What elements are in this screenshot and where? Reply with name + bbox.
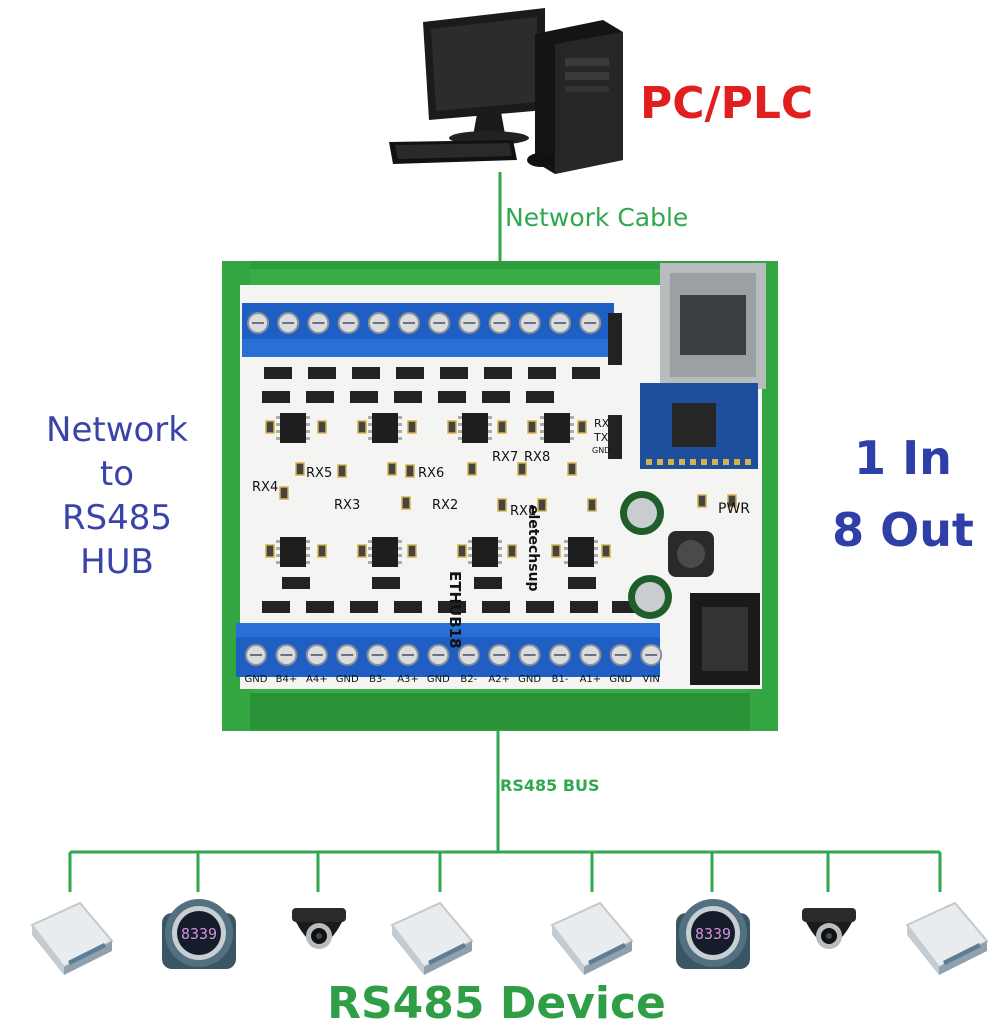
diode	[350, 601, 378, 613]
diode	[438, 391, 466, 403]
diode	[396, 367, 424, 379]
transceiver-chip	[462, 413, 488, 443]
board-name: ETHUB18	[446, 571, 464, 649]
computer-icon	[389, 8, 623, 174]
rs485-device-label: RS485 Device	[327, 978, 666, 1029]
terminal-label: GND	[336, 674, 359, 685]
diode	[394, 601, 422, 613]
diode	[306, 391, 334, 403]
serial-pin-label: TX	[593, 431, 609, 444]
transceiver-chip	[544, 413, 570, 443]
terminal-label: A2+	[488, 674, 510, 685]
diode	[438, 601, 466, 613]
diode	[528, 367, 556, 379]
transceiver-chip	[372, 413, 398, 443]
terminal-label: GND	[427, 674, 450, 685]
diode	[570, 601, 598, 613]
diode	[262, 601, 290, 613]
diode	[306, 601, 334, 613]
diode	[482, 391, 510, 403]
io-line-in: 1 In	[854, 431, 952, 485]
terminal-label: GND	[245, 674, 268, 685]
serial-pin-label: GND	[592, 446, 610, 455]
rs485-bus-label: RS485 BUS	[500, 776, 600, 795]
rx-led-label: RX8	[524, 450, 550, 465]
hub-description-line: HUB	[80, 542, 154, 582]
diode	[264, 367, 292, 379]
diode	[474, 577, 502, 589]
terminal-label: B3-	[369, 674, 386, 685]
transceiver-chip	[568, 537, 594, 567]
rx-led-label: RX7	[492, 450, 518, 465]
terminal-label: B4+	[276, 674, 298, 685]
terminal-label: GND	[609, 674, 632, 685]
rx-led-label: RX1	[510, 504, 536, 519]
power-led-label: PWR	[718, 501, 750, 517]
rx-led-label: RX4	[252, 480, 278, 495]
diode	[526, 391, 554, 403]
io-description: 1 In 8 Out	[818, 422, 988, 566]
io-line-out: 8 Out	[832, 503, 974, 557]
pc-plc-label: PC/PLC	[640, 78, 814, 129]
diode	[352, 367, 380, 379]
pc-plc	[385, 2, 635, 177]
diode	[308, 367, 336, 379]
diode	[394, 391, 422, 403]
hub-description-line: RS485	[61, 498, 173, 538]
terminal-label: A3+	[397, 674, 419, 685]
terminal-label: B1-	[552, 674, 569, 685]
diode	[568, 577, 596, 589]
rx-led-label: RX3	[334, 498, 360, 513]
hub-description: Network to RS485 HUB	[22, 408, 212, 584]
transceiver-chip	[472, 537, 498, 567]
serial-pin-label: RX	[594, 417, 610, 430]
terminal-label: VIN	[643, 674, 660, 685]
diode	[350, 391, 378, 403]
diode	[282, 577, 310, 589]
diode	[372, 577, 400, 589]
network-cable-label: Network Cable	[505, 203, 689, 232]
diode	[526, 601, 554, 613]
diode	[440, 367, 468, 379]
rx-led-label: RX2	[432, 498, 458, 513]
diode	[262, 391, 290, 403]
rx-led-label: RX6	[418, 466, 444, 481]
terminal-label: B2-	[460, 674, 477, 685]
hub-description-line: Network	[46, 410, 188, 450]
terminal-label: A4+	[306, 674, 328, 685]
terminal-label: GND	[518, 674, 541, 685]
diode	[482, 601, 510, 613]
transceiver-chip	[280, 413, 306, 443]
hub-board: GND B4+ A4+ GND B3- A3+ GND B2- A2+ GND B1- A1+ GND V…	[222, 261, 778, 731]
terminal-label: A1+	[580, 674, 602, 685]
rx-led-label: RX5	[306, 466, 332, 481]
diode	[572, 367, 600, 379]
diode	[484, 367, 512, 379]
brand-name: eletechsup	[525, 505, 541, 592]
transceiver-chip	[280, 537, 306, 567]
transceiver-chip	[372, 537, 398, 567]
hub-description-line: to	[99, 454, 135, 494]
